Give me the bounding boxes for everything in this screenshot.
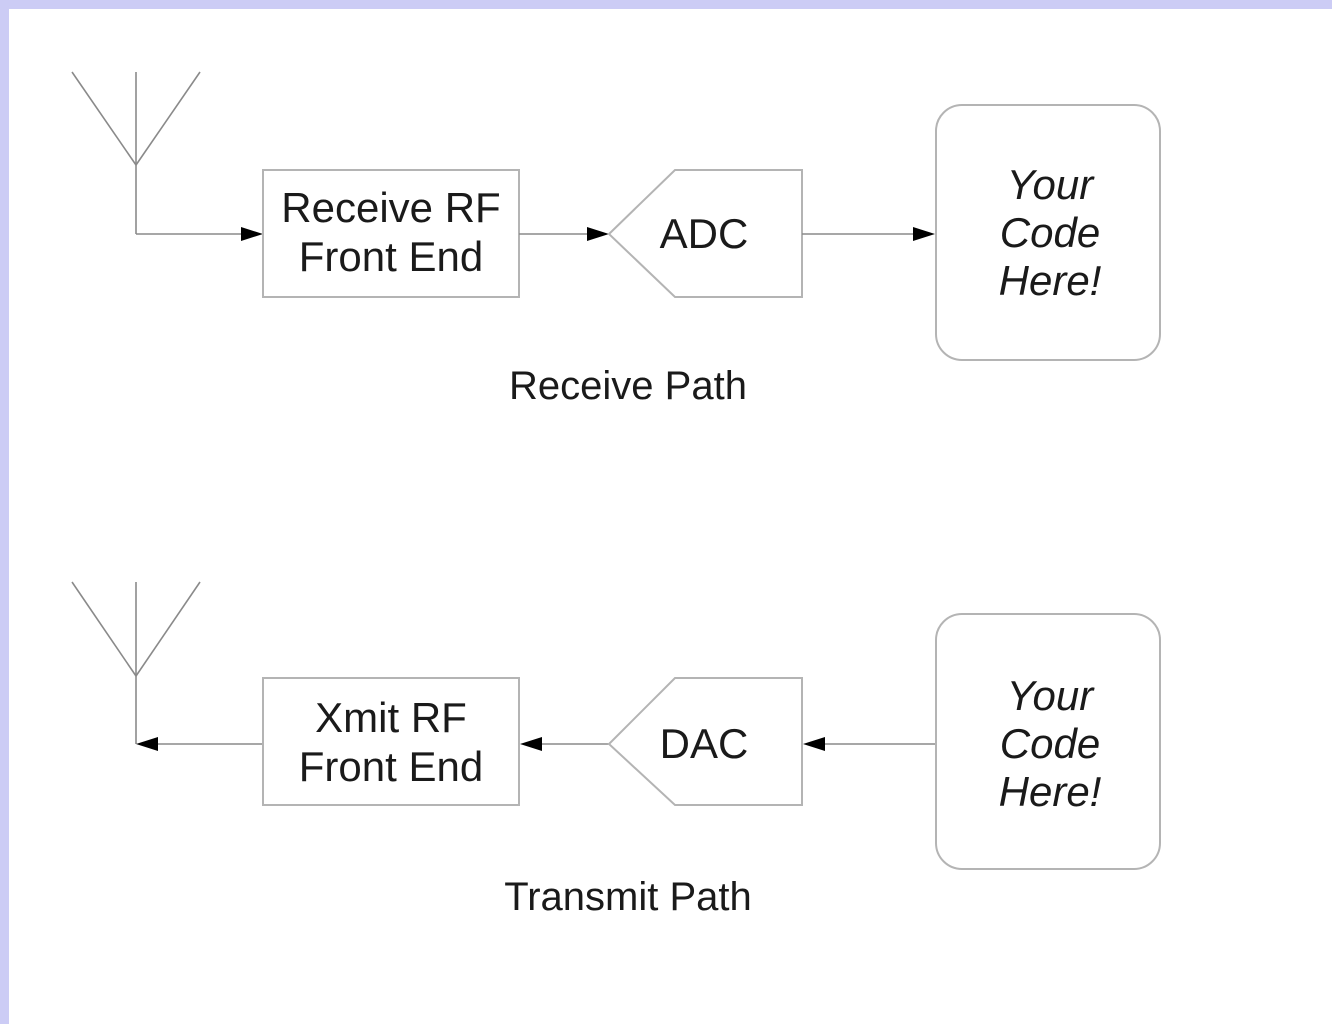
receive-connector-rf-to-adc (519, 227, 609, 241)
xmit-rf-label-line2: Front End (299, 743, 483, 790)
receive-rf-front-end-block: Receive RF Front End (262, 169, 520, 298)
receive-code-label-line2: Code (1000, 209, 1100, 256)
receive-rf-label-line2: Front End (299, 233, 483, 280)
transmit-code-label-line1: Your (1007, 672, 1095, 719)
receive-code-label-line3: Here! (999, 257, 1102, 304)
dac-label: DAC (660, 720, 749, 767)
dac-block: DAC (607, 677, 803, 806)
xmit-rf-label-line1: Xmit RF (315, 694, 467, 741)
arrowhead-right-icon (587, 227, 609, 241)
adc-label: ADC (660, 210, 749, 257)
receive-code-block: Your Code Here! (935, 104, 1161, 361)
transmit-path: Xmit RF Front End DAC Your Code Here! Tr… (71, 581, 1161, 919)
xmit-rf-front-end-block: Xmit RF Front End (262, 677, 520, 806)
arrowhead-left-icon (520, 737, 542, 751)
transmit-code-block: Your Code Here! (935, 613, 1161, 870)
receive-connector-adc-to-code (802, 227, 935, 241)
receive-path: Receive RF Front End ADC Your Code Here!… (71, 71, 1161, 408)
transmit-antenna-icon (71, 581, 201, 744)
transmit-code-label-line3: Here! (999, 768, 1102, 815)
receive-rf-label-line1: Receive RF (281, 184, 500, 231)
arrowhead-right-icon (241, 227, 263, 241)
adc-block: ADC (607, 169, 803, 298)
arrowhead-left-icon (803, 737, 825, 751)
receive-antenna-icon (71, 71, 201, 234)
arrowhead-left-icon (136, 737, 158, 751)
transmit-connector-dac-to-rf (520, 737, 609, 751)
transmit-code-label-line2: Code (1000, 720, 1100, 767)
arrowhead-right-icon (913, 227, 935, 241)
transmit-connector-rf-to-antenna (136, 737, 263, 751)
receive-path-caption: Receive Path (509, 364, 747, 408)
transmit-path-caption: Transmit Path (504, 875, 751, 919)
receive-code-label-line1: Your (1007, 161, 1095, 208)
receive-connector-antenna-to-rf (136, 227, 263, 241)
transmit-connector-code-to-dac (803, 737, 936, 751)
